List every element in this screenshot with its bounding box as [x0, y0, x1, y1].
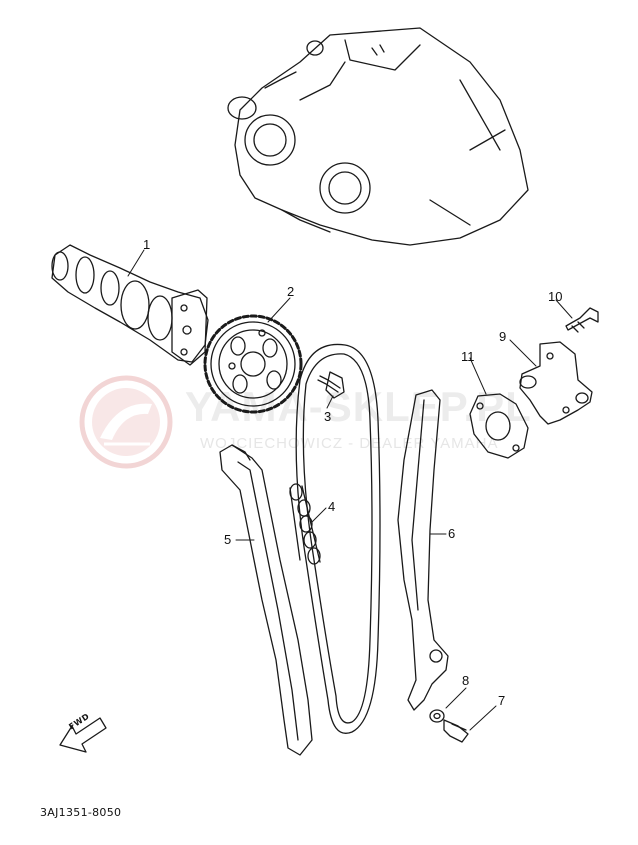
chain-tensioner — [519, 341, 593, 425]
tensioner-gasket — [469, 393, 529, 459]
callout-5: 5 — [224, 532, 232, 547]
callout-9: 9 — [499, 329, 507, 344]
chain-guide-intake — [397, 389, 449, 711]
callout-10: 10 — [548, 289, 563, 304]
callout-6: 6 — [448, 526, 456, 541]
watermark-logo — [79, 375, 173, 469]
callout-3: 3 — [324, 409, 332, 424]
diagram-part-code: 3AJ1351-8050 — [40, 806, 122, 819]
callout-4: 4 — [328, 499, 336, 514]
forward-arrow-icon — [59, 717, 107, 753]
watermark-subtitle: WOJCIECHOWICZ - DEALER YAMAHA — [200, 435, 499, 452]
callout-1: 1 — [143, 237, 151, 252]
callout-11: 11 — [461, 349, 475, 364]
guide-bolt — [443, 719, 469, 743]
chain-guide-exhaust — [219, 444, 313, 756]
cam-sprocket — [203, 314, 303, 414]
timing-chain-loop — [295, 343, 381, 734]
callout-2: 2 — [287, 284, 295, 299]
leader-lines — [127, 249, 573, 731]
cylinder-head — [227, 27, 529, 246]
guide-washer — [429, 709, 445, 723]
camshaft — [51, 244, 209, 366]
callout-8: 8 — [462, 673, 470, 688]
sprocket-bolt — [317, 371, 345, 399]
callout-7: 7 — [498, 693, 506, 708]
tensioner-bolt — [565, 307, 599, 333]
